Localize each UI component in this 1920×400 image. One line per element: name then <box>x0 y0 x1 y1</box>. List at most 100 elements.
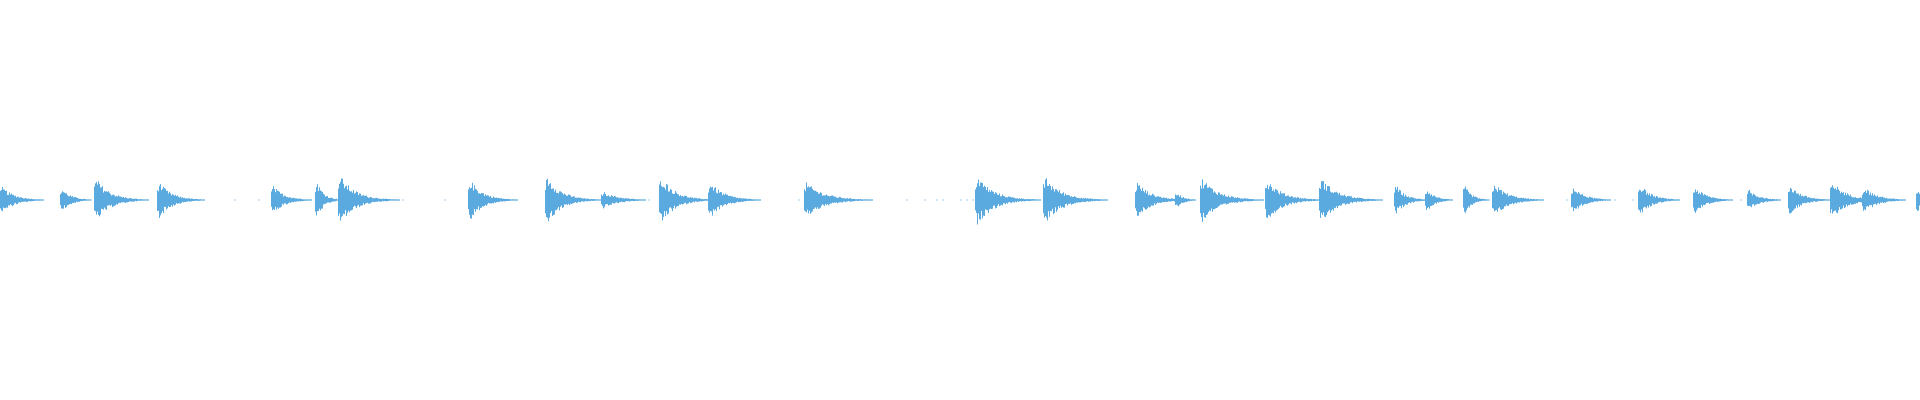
waveform-sample-bar <box>1376 199 1377 201</box>
waveform-sample-bar <box>822 195 823 205</box>
waveform-sample-bar <box>1272 191 1273 213</box>
waveform-sample-bar <box>1473 195 1474 204</box>
waveform-sample-bar <box>1876 196 1877 205</box>
waveform-sample-bar <box>1855 197 1856 204</box>
waveform-sample-bar <box>1798 193 1799 205</box>
waveform-sample-bar <box>562 193 563 209</box>
waveform-sample-bar <box>1661 198 1662 203</box>
waveform-sample-bar <box>1401 194 1402 209</box>
waveform-sample-bar <box>1905 199 1906 201</box>
waveform-sample-bar <box>1467 189 1468 209</box>
waveform-sample-bar <box>1271 186 1272 214</box>
waveform-sample-bar <box>573 196 574 204</box>
waveform-sample-bar <box>1730 199 1731 201</box>
waveform-sample-bar <box>1497 191 1498 212</box>
waveform-sample-bar <box>1537 199 1538 201</box>
waveform-sample-bar <box>310 199 311 201</box>
waveform-sample-bar <box>741 198 742 202</box>
waveform-sample-bar <box>27 198 28 202</box>
waveform-sample-bar <box>1046 178 1047 218</box>
waveform-sample-bar <box>349 190 350 213</box>
waveform-sample-bar <box>569 194 570 206</box>
waveform-sample-bar <box>164 188 165 207</box>
waveform-sample-bar <box>1342 195 1343 204</box>
waveform-sample-bar <box>1011 197 1012 204</box>
waveform-sample-bar <box>982 183 983 219</box>
waveform-sample-bar <box>714 188 715 211</box>
waveform-sample-bar <box>1715 197 1716 203</box>
waveform-sample-bar <box>555 189 556 211</box>
waveform-sample-bar <box>1727 199 1728 201</box>
waveform-sample-bar <box>373 198 374 202</box>
waveform-sample-bar <box>491 197 492 204</box>
waveform-sample-bar <box>1306 198 1307 202</box>
waveform-sample-bar <box>820 192 821 208</box>
waveform-sample-bar <box>1244 198 1245 202</box>
waveform-sample-bar <box>1599 198 1600 201</box>
waveform-sample-bar <box>1185 198 1186 202</box>
waveform-sample-bar <box>1354 197 1355 202</box>
waveform-sample-bar <box>837 197 838 204</box>
waveform-sample-bar <box>1305 198 1306 202</box>
waveform-sample-bar <box>990 192 991 209</box>
waveform-sample-bar <box>645 199 646 201</box>
waveform-sample-bar <box>1292 196 1293 203</box>
waveform-sample-bar <box>1374 199 1375 201</box>
waveform-sample-bar <box>676 192 677 207</box>
waveform-sample-bar <box>1709 196 1710 205</box>
waveform-sample-bar <box>99 183 100 217</box>
waveform-sample-bar <box>29 199 30 202</box>
waveform-sample-bar <box>1763 197 1764 203</box>
waveform-sample-bar <box>1800 193 1801 205</box>
waveform-sample-bar <box>175 194 176 205</box>
waveform-sample-bar <box>1163 197 1164 203</box>
waveform-sample-bar <box>1871 195 1872 205</box>
waveform-sample-bar <box>470 188 471 219</box>
waveform-sample-bar <box>1273 189 1274 214</box>
waveform-sample-bar <box>1872 193 1873 208</box>
waveform-sample-bar <box>1476 197 1477 203</box>
waveform-sample-bar <box>1169 198 1170 202</box>
waveform-sample-bar <box>1531 199 1532 201</box>
waveform-sample-bar <box>1023 198 1024 202</box>
waveform-sample-bar <box>14 196 15 204</box>
waveform-sample-bar <box>340 181 341 221</box>
waveform-sample-bar <box>1243 198 1244 202</box>
waveform-sample-bar <box>841 197 842 203</box>
waveform-sample-bar <box>1811 198 1812 202</box>
waveform-sample-bar <box>1324 189 1325 217</box>
waveform-sample-bar <box>1337 192 1338 209</box>
waveform-sample-bar <box>850 198 851 202</box>
waveform-sample-bar <box>183 198 184 203</box>
waveform-sample-bar <box>1507 193 1508 206</box>
waveform-sample-bar <box>319 187 320 209</box>
waveform-sample-bar <box>1859 197 1860 203</box>
waveform-sample-bar <box>472 182 473 215</box>
waveform-sample-bar <box>1860 197 1861 203</box>
waveform-sample-bar <box>299 198 300 202</box>
waveform-sample-bar <box>1291 196 1292 205</box>
waveform-sample-bar <box>1894 198 1895 202</box>
waveform-sample-bar <box>1437 197 1438 203</box>
waveform-sample-bar <box>135 198 136 201</box>
waveform-sample-bar <box>557 192 558 209</box>
waveform-sample-bar <box>84 198 85 201</box>
waveform-sample-bar <box>1303 198 1304 202</box>
waveform-sample-bar <box>1358 197 1359 202</box>
waveform-sample-bar <box>1140 188 1141 213</box>
waveform-sample-bar <box>1084 198 1085 203</box>
waveform-sample-bar <box>843 198 844 202</box>
waveform-sample-bar <box>1515 196 1516 203</box>
waveform-sample-bar <box>1536 199 1537 201</box>
waveform-sample-bar <box>103 192 104 210</box>
waveform-sample-bar <box>382 199 383 201</box>
waveform-sample-bar <box>1187 198 1188 202</box>
waveform-sample-bar <box>565 194 566 205</box>
waveform-sample-bar <box>1795 190 1796 209</box>
waveform-sample-bar <box>1788 192 1789 209</box>
waveform-sample-bar <box>1284 193 1285 207</box>
waveform-sample-bar <box>1278 192 1279 209</box>
waveform-sample-bar <box>101 187 102 209</box>
